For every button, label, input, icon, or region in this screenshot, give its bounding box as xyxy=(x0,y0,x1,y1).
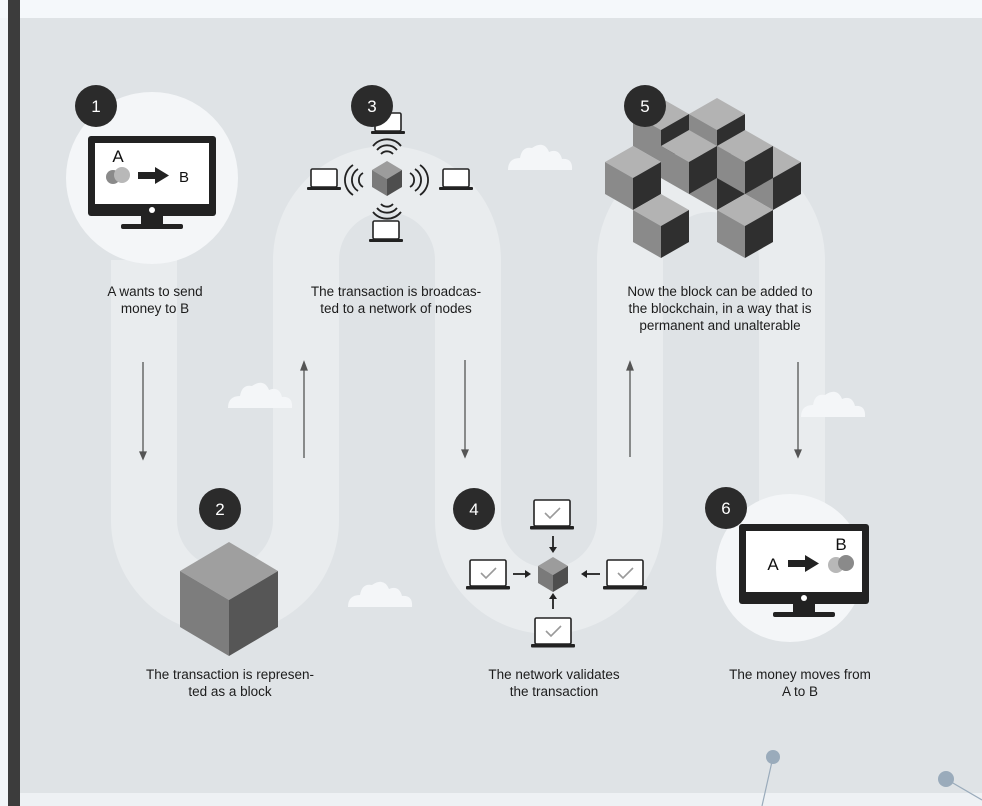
top-strip xyxy=(0,0,982,18)
label-a: A xyxy=(767,555,779,574)
cloud xyxy=(508,144,573,170)
wifi-icon xyxy=(409,164,429,196)
step-2-caption: The transaction is represen- ted as a bl… xyxy=(145,667,315,699)
arrow-down xyxy=(794,449,802,459)
wifi-icon xyxy=(372,203,402,220)
step-5-caption: Now the block can be added to the blockc… xyxy=(627,284,813,333)
step-badge-6: 6 xyxy=(705,487,747,529)
step-badge-3: 3 xyxy=(351,85,393,127)
arrow-down xyxy=(461,449,469,459)
step-number: 5 xyxy=(640,97,649,116)
step-number: 4 xyxy=(469,500,478,519)
step-3-caption: The transaction is broadcas- ted to a ne… xyxy=(310,284,482,316)
block-cube-icon xyxy=(180,542,278,656)
laptop-icon xyxy=(306,168,342,191)
flow-path xyxy=(111,146,825,634)
label-a: A xyxy=(112,147,124,166)
step-6-caption: The money moves from A to B xyxy=(729,667,871,699)
laptop-check-icon xyxy=(602,559,648,591)
step-badge-5: 5 xyxy=(624,85,666,127)
arrow-up xyxy=(300,360,308,371)
laptop-check-icon xyxy=(530,617,576,649)
step-badge-1: 1 xyxy=(75,85,117,127)
step-number: 1 xyxy=(91,97,100,116)
step-1-caption: A wants to send money to B xyxy=(107,284,203,316)
monitor-icon xyxy=(88,136,216,229)
label-b: B xyxy=(179,169,189,186)
laptop-check-icon xyxy=(529,499,575,531)
label-b: B xyxy=(835,535,846,554)
arrow-down xyxy=(139,451,147,461)
step-badge-4: 4 xyxy=(453,488,495,530)
step-badge-2: 2 xyxy=(199,488,241,530)
arrow-up xyxy=(626,360,634,371)
step-number: 6 xyxy=(721,499,730,518)
flow-arrows xyxy=(139,360,802,461)
validation-network-icon xyxy=(465,499,648,649)
cloud xyxy=(348,581,413,607)
bottom-strip xyxy=(20,793,982,806)
wifi-icon xyxy=(344,164,364,196)
step-number: 3 xyxy=(367,97,376,116)
decorative-network-nodes xyxy=(761,750,982,806)
step-4-caption: The network validates the transaction xyxy=(488,667,620,699)
wifi-icon xyxy=(372,138,402,155)
laptop-icon xyxy=(438,168,474,191)
laptop-check-icon xyxy=(465,559,511,591)
monitor-icon xyxy=(739,524,869,617)
broadcast-network-icon xyxy=(306,112,474,243)
step-number: 2 xyxy=(215,500,224,519)
laptop-icon xyxy=(368,220,404,243)
left-accent-bar xyxy=(8,0,20,806)
